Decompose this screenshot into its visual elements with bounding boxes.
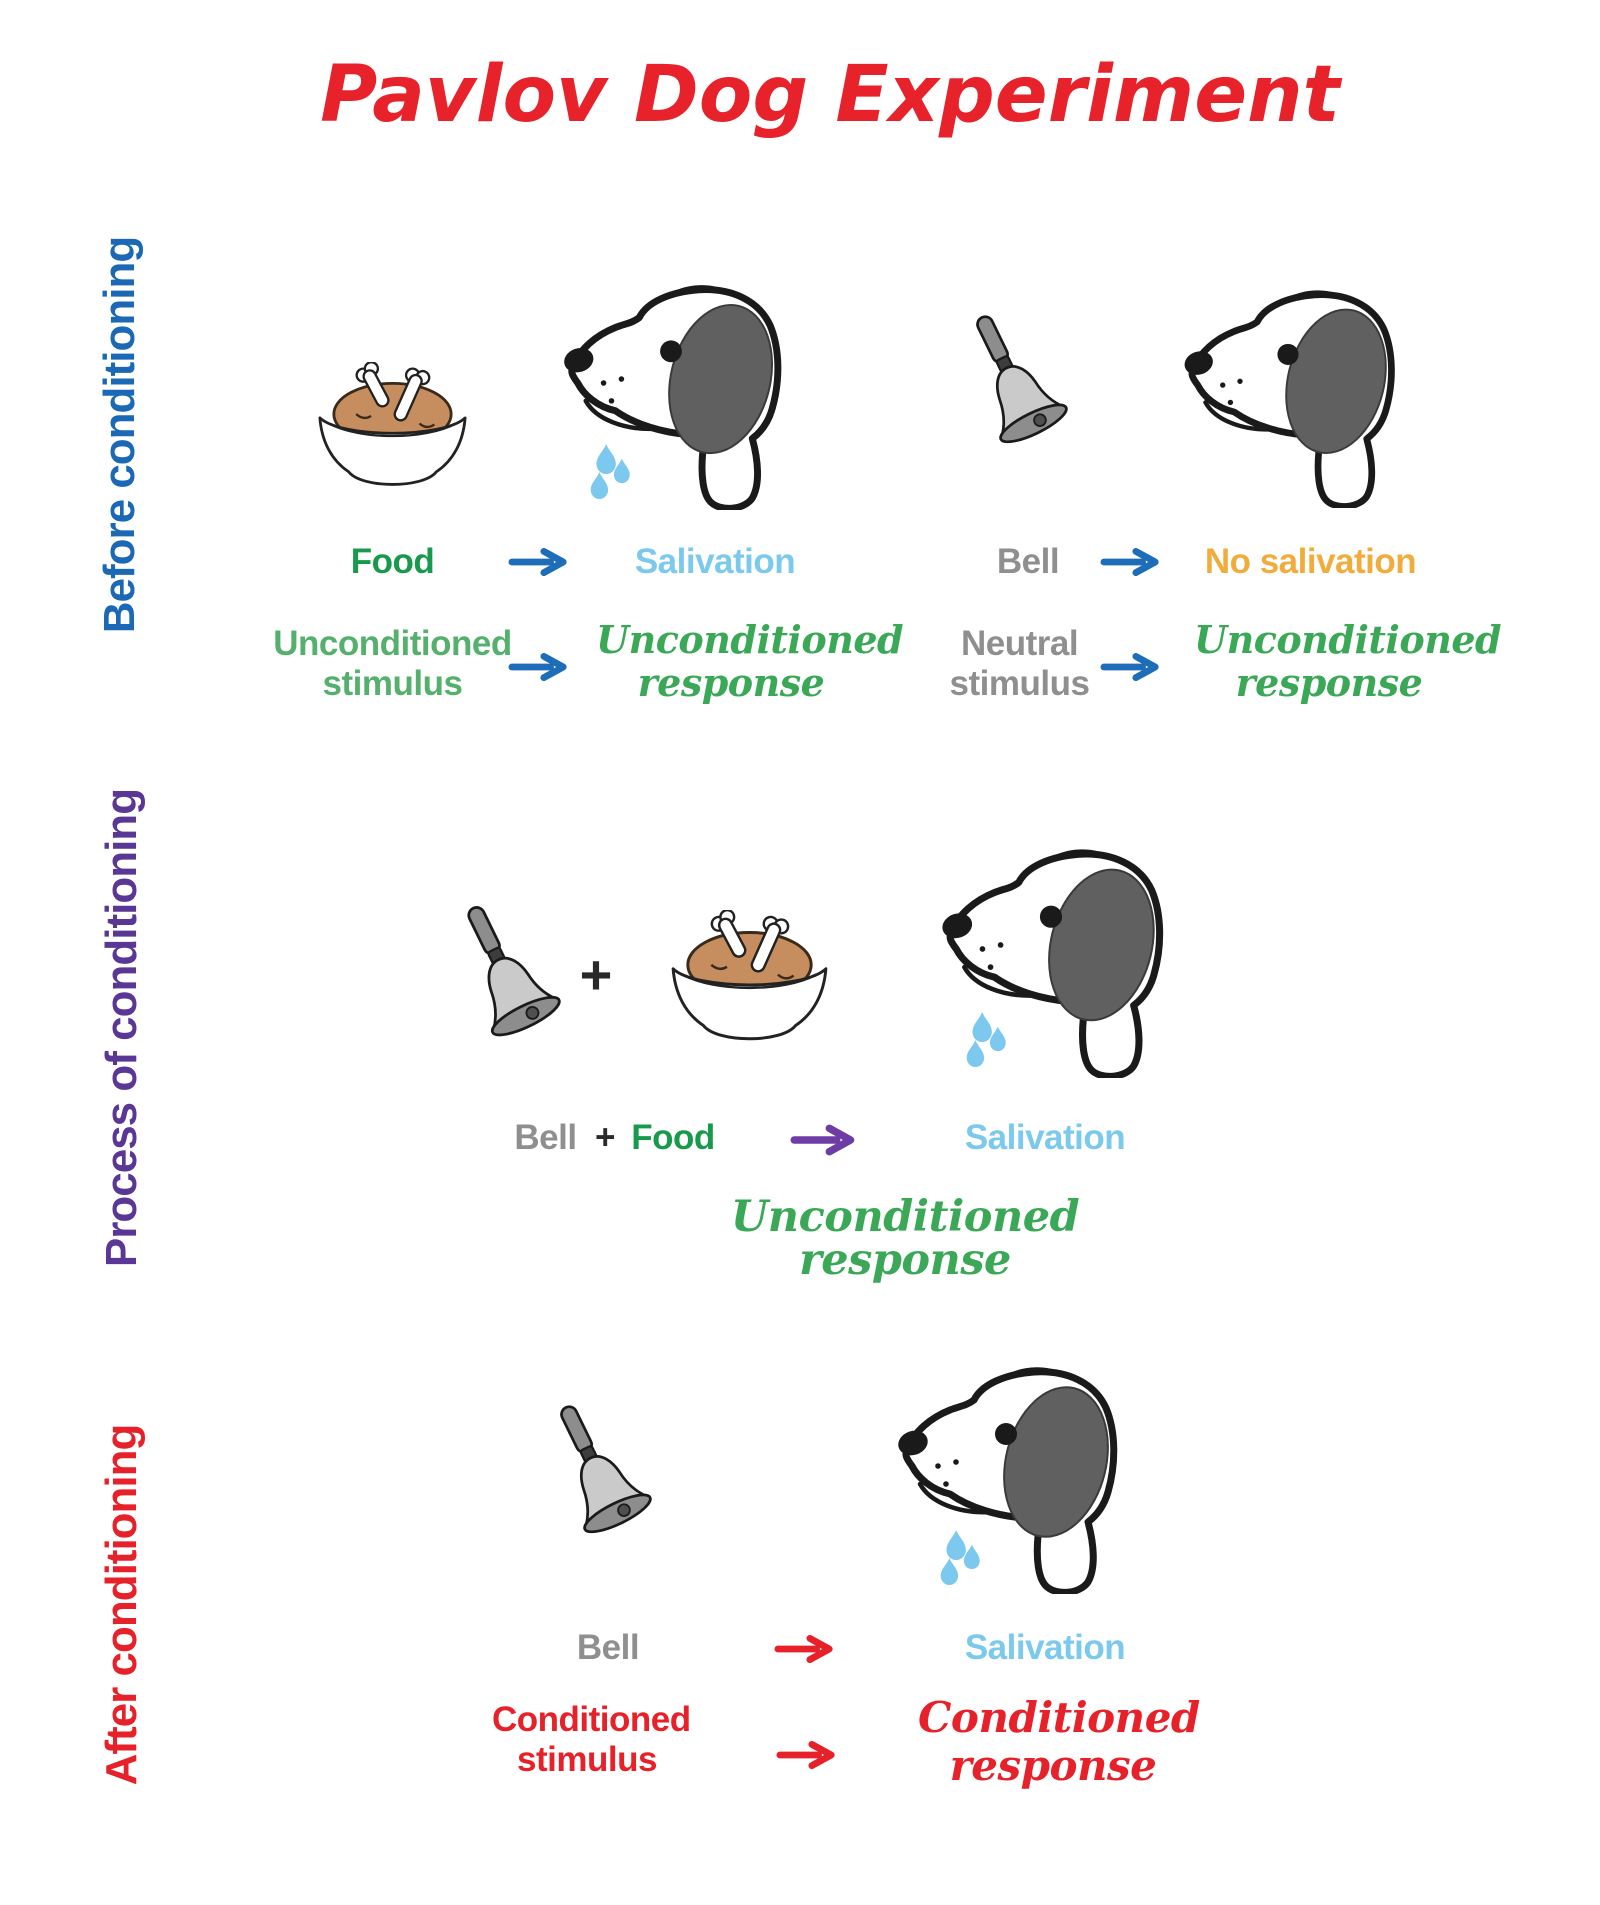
bell-label: Bell	[514, 1118, 577, 1157]
hand-bell-icon	[952, 306, 1080, 460]
section-label-before: Before conditioning	[95, 236, 144, 634]
salivation-label: Salivation	[634, 542, 796, 581]
section-label-after: After conditioning	[97, 1424, 146, 1786]
no-salivation-label: No salivation	[1204, 542, 1417, 581]
hand-bell-icon	[538, 1396, 662, 1550]
arrow-right-icon	[774, 1634, 836, 1664]
neutral-stimulus-label: Neutral stimulus	[949, 624, 1090, 703]
unconditioned-response-label: Unconditioned response	[1194, 617, 1502, 705]
arrow-right-icon	[508, 652, 570, 682]
arrow-right-icon	[1100, 652, 1162, 682]
food-label: Food	[350, 542, 435, 581]
salivation-label: Salivation	[964, 1118, 1126, 1157]
dog-head-icon	[886, 1344, 1126, 1594]
bell-label: Bell	[996, 542, 1060, 581]
section-label-process: Process of conditioning	[97, 788, 146, 1268]
dog-head-icon	[1172, 268, 1404, 508]
food-bowl-icon	[652, 910, 847, 1052]
plus-icon: +	[579, 943, 613, 1006]
unconditioned-stimulus-label: Unconditioned stimulus	[273, 624, 512, 703]
bell-label: Bell	[576, 1628, 640, 1667]
saliva-drops-icon	[586, 444, 636, 502]
conditioned-stimulus-label: Conditioned stimulus	[492, 1700, 691, 1779]
hand-bell-icon	[448, 894, 568, 1056]
conditioned-response-label: Conditioned response	[918, 1693, 1200, 1790]
saliva-drops-icon	[936, 1530, 986, 1588]
page-title: Pavlov Dog Experiment	[320, 50, 1340, 140]
salivation-label: Salivation	[964, 1628, 1126, 1667]
food-label: Food	[631, 1118, 715, 1157]
arrow-right-icon	[508, 547, 570, 577]
arrow-right-icon	[790, 1124, 858, 1156]
food-bowl-icon	[300, 362, 485, 497]
plus-icon: +	[595, 1118, 615, 1157]
unconditioned-response-label: Unconditioned response	[596, 617, 904, 705]
saliva-drops-icon	[962, 1012, 1012, 1070]
arrow-right-icon	[1100, 547, 1162, 577]
unconditioned-response-label: Unconditioned response	[730, 1192, 1080, 1285]
arrow-right-icon	[776, 1740, 838, 1770]
